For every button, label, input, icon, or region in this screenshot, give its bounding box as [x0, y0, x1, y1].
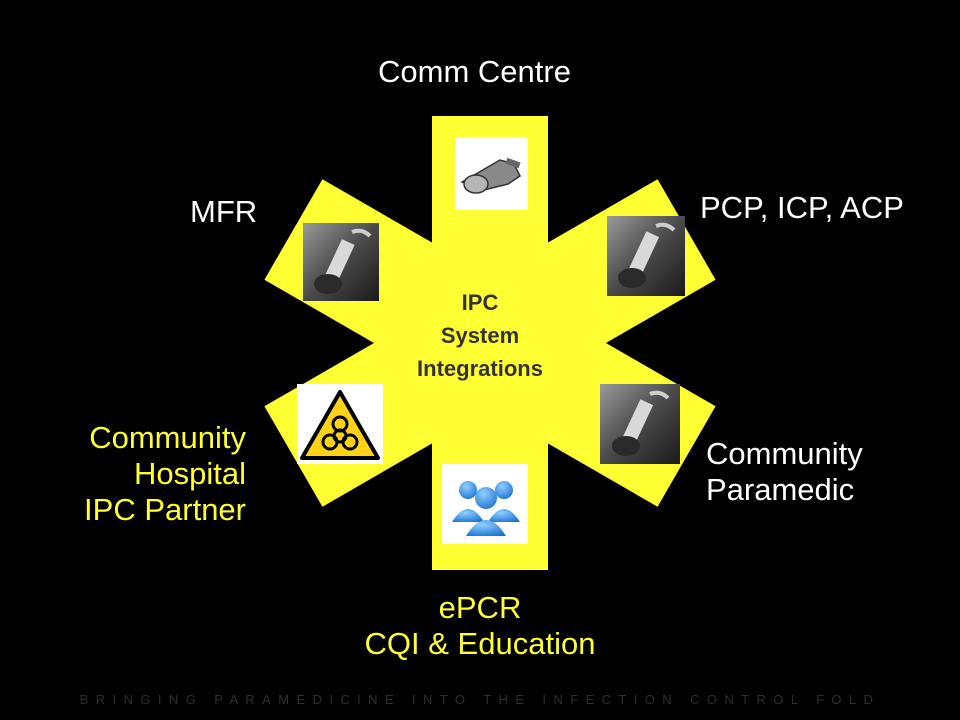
- label-community-paramedic: Community Paramedic: [706, 436, 863, 508]
- label-line: Community: [706, 436, 863, 471]
- center-caption-line: System: [440, 323, 520, 348]
- center-caption-line: IPC: [461, 290, 499, 315]
- label-line: Community: [89, 420, 246, 455]
- biohazard-icon: [297, 384, 383, 464]
- label-community-hospital: Community Hospital IPC Partner: [40, 420, 246, 528]
- label-line: CQI & Education: [364, 626, 596, 661]
- label-line: Hospital: [134, 456, 246, 491]
- label-comm-centre: Comm Centre: [378, 54, 571, 89]
- label-line: IPC Partner: [84, 492, 246, 527]
- paramedic-photo-icon: [303, 223, 379, 301]
- whistle-icon: [455, 137, 528, 210]
- footer-tagline: BRINGING PARAMEDICINE INTO THE INFECTION…: [79, 692, 881, 707]
- people-group-icon: [442, 464, 528, 544]
- label-pcp-icp-acp: PCP, ICP, ACP: [700, 190, 904, 225]
- center-caption: IPC System Integrations: [380, 286, 580, 385]
- label-line: Paramedic: [706, 472, 855, 507]
- paramedic-photo-icon: [600, 384, 680, 464]
- label-mfr: MFR: [190, 194, 258, 229]
- center-caption-line: Integrations: [417, 356, 543, 381]
- paramedic-photo-icon: [607, 216, 685, 296]
- label-epcr: ePCR CQI & Education: [330, 590, 630, 662]
- label-line: ePCR: [438, 590, 522, 625]
